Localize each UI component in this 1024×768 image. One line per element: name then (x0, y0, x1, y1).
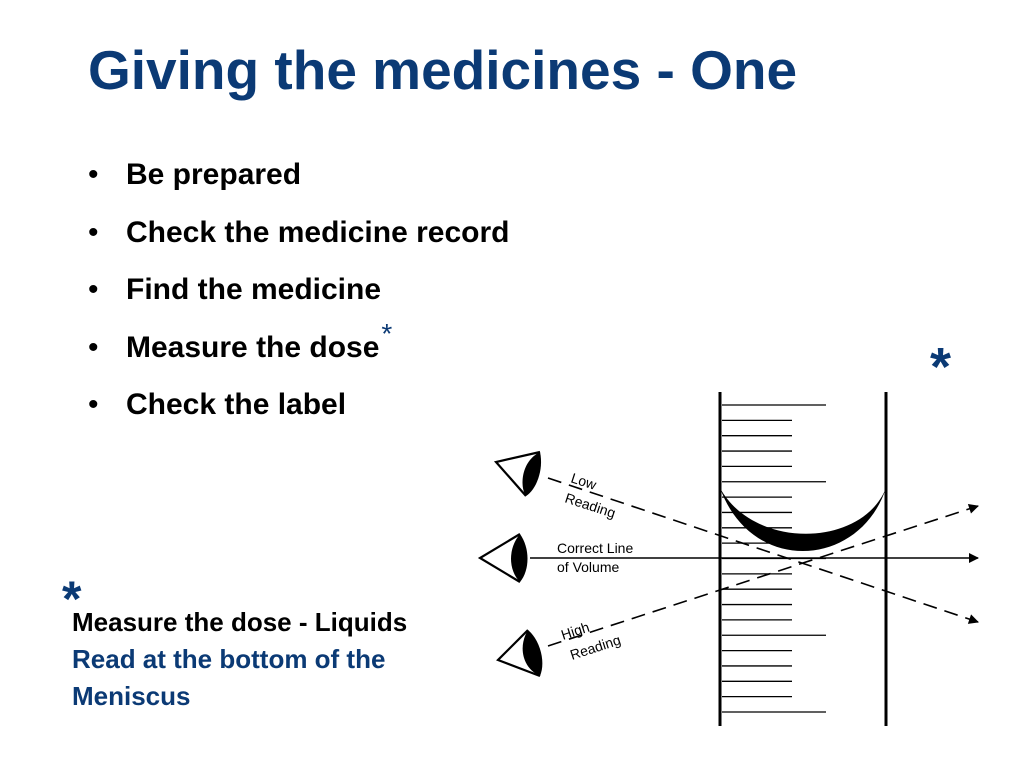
meniscus-caption: Measure the dose - Liquids Read at the b… (72, 604, 407, 715)
label-correct-line: Correct Line (557, 540, 633, 556)
bullet-item: • Check the medicine record (88, 210, 509, 268)
bullet-text: Measure the dose (126, 330, 380, 364)
low-reading-line (547, 477, 979, 624)
caption-line: Meniscus (72, 681, 191, 711)
bullet-item: • Be prepared (88, 152, 509, 210)
label-low: Low (569, 470, 599, 493)
sight-lines (530, 477, 979, 647)
asterisk-marker-right: * (930, 337, 952, 397)
label-of-volume: of Volume (557, 559, 619, 575)
eye-icon (477, 533, 528, 583)
caption-heading: Measure the dose - Liquids (72, 607, 408, 637)
eye-icon (496, 629, 543, 678)
bullet-text: Check the label (126, 388, 347, 421)
bullet-list: •Be prepared •Check the medicine record … (88, 152, 509, 440)
slide-title: Giving the medicines - One (88, 39, 798, 101)
graduated-cylinder (718, 392, 888, 726)
label-high: High (559, 619, 591, 643)
caption-line: Read at the bottom of the (72, 644, 386, 674)
bullet-dot: • (88, 388, 99, 421)
bullet-item: • Check the label (88, 382, 509, 440)
bullet-dot: • (88, 273, 99, 306)
asterisk-marker-left: * (62, 571, 82, 627)
eye-icon (493, 450, 542, 497)
bullet-item: • Find the medicine (88, 267, 509, 325)
bullet-dot: • (88, 215, 99, 249)
label-low-reading: Reading (563, 490, 618, 521)
bullet-text: Find the medicine (126, 273, 382, 306)
bullet-dot: • (88, 158, 99, 191)
bullet-dot: • (88, 330, 99, 364)
bullet-text: Be prepared (126, 158, 302, 191)
asterisk-marker: * (381, 317, 393, 349)
meniscus-curve (720, 488, 886, 552)
bullet-text: Check the medicine record (126, 215, 510, 249)
high-reading-line (547, 504, 979, 647)
bullet-item: • Measure the dose* (88, 318, 509, 383)
